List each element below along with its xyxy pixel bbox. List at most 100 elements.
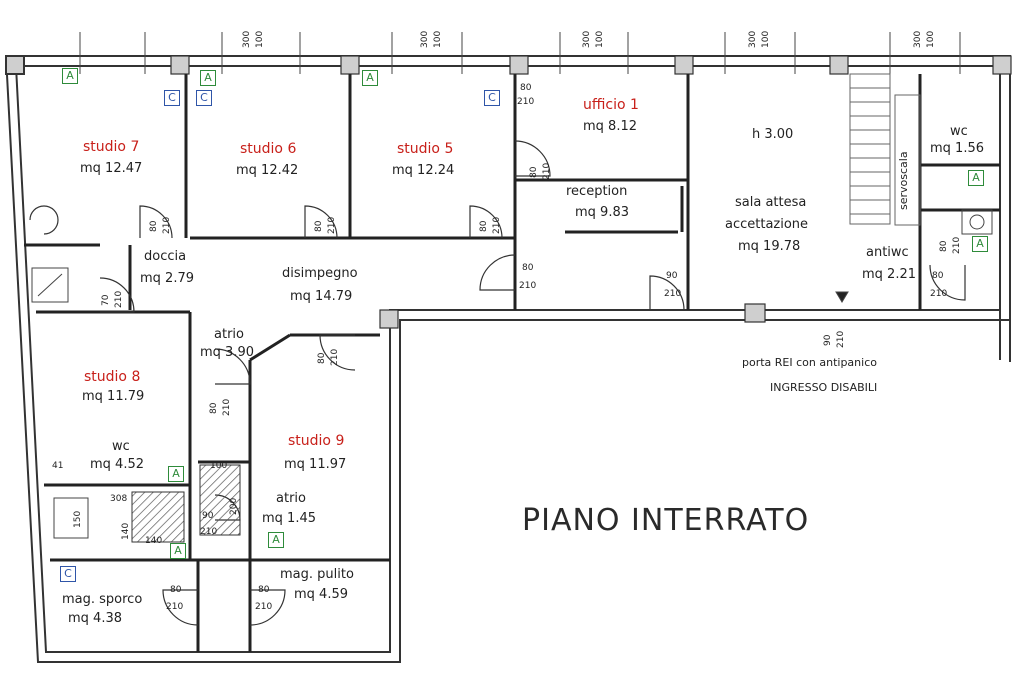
- door-mark: 70: [101, 294, 111, 306]
- door-mark: 100: [210, 461, 228, 471]
- window-mark: 100: [761, 30, 771, 48]
- cabinet-icon: C: [60, 566, 76, 582]
- door-mark: 150: [73, 510, 83, 528]
- door-mark: 140: [145, 536, 163, 546]
- door-mark: 210: [519, 281, 537, 291]
- room-area-wc-top: mq 1.56: [930, 141, 984, 156]
- window-mark: 100: [926, 30, 936, 48]
- room-area-mag-pulito: mq 4.59: [294, 587, 348, 602]
- room-name-studio6: studio 6: [240, 141, 297, 157]
- door-mark: 80: [170, 585, 182, 595]
- accessible-icon: A: [968, 170, 984, 186]
- room-area-studio9: mq 11.97: [284, 457, 347, 472]
- window-mark: 100: [595, 30, 605, 48]
- room-area-mag-sporco: mq 4.38: [68, 611, 122, 626]
- door-mark: 210: [200, 527, 218, 537]
- door-mark: 210: [930, 289, 948, 299]
- window-mark: 300: [913, 30, 923, 48]
- door-mark: 80: [932, 271, 944, 281]
- door-mark: 80: [520, 83, 532, 93]
- door-mark: 210: [836, 330, 846, 348]
- door-mark: 80: [479, 220, 489, 232]
- room-area-studio8: mq 11.79: [82, 389, 145, 404]
- window-ticks: [79, 32, 961, 74]
- room-area-studio7: mq 12.47: [80, 161, 143, 176]
- servoscala-label: servoscala: [897, 151, 910, 210]
- window-mark: 100: [433, 30, 443, 48]
- accessible-icon: A: [268, 532, 284, 548]
- room-area-antiwc: mq 2.21: [862, 267, 916, 282]
- entrance-label: INGRESSO DISABILI: [770, 381, 878, 394]
- accessible-icon: A: [200, 70, 216, 86]
- room-area-atrio-1: mq 3.90: [200, 345, 254, 360]
- window-mark: 100: [255, 30, 265, 48]
- wall-piers: [170, 55, 1012, 329]
- door-mark: 210: [114, 290, 124, 308]
- door-mark: 80: [258, 585, 270, 595]
- room-area-atrio-2: mq 1.45: [262, 511, 316, 526]
- room-area-doccia: mq 2.79: [140, 271, 194, 286]
- stairs: [849, 73, 921, 226]
- door-mark: 80: [522, 263, 534, 273]
- door-mark: 90: [666, 271, 678, 281]
- door-mark: 210: [664, 289, 682, 299]
- fixtures: [31, 209, 993, 539]
- room-name-wc-top: wc: [950, 124, 968, 139]
- door-mark: 80: [317, 352, 327, 364]
- room-area-studio6: mq 12.42: [236, 163, 299, 178]
- room-name-studio5: studio 5: [397, 141, 454, 157]
- room-name-atrio-2: atrio: [276, 491, 306, 506]
- door-mark: 308: [110, 494, 128, 504]
- door-mark: 210: [222, 398, 232, 416]
- room-name-disimpegno: disimpegno: [282, 266, 358, 281]
- door-mark: 140: [121, 522, 131, 540]
- cabinet-icon: C: [484, 90, 500, 106]
- door-mark: 90: [202, 511, 214, 521]
- room-name-studio7: studio 7: [83, 139, 140, 155]
- door-mark: 80: [314, 220, 324, 232]
- accessible-icon: A: [62, 68, 78, 84]
- plan-title: PIANO INTERRATO: [522, 503, 810, 538]
- entrance-door-note: porta REI con antipanico: [742, 356, 877, 369]
- room-area-ufficio1: mq 8.12: [583, 119, 637, 134]
- room-name-studio8: studio 8: [84, 369, 141, 385]
- room-name-mag-sporco: mag. sporco: [62, 592, 143, 607]
- door-mark: 210: [542, 162, 552, 180]
- door-mark: 80: [149, 220, 159, 232]
- accessible-icon: A: [170, 543, 186, 559]
- window-mark: 300: [242, 30, 252, 48]
- room-area-studio5: mq 12.24: [392, 163, 455, 178]
- door-mark: 210: [517, 97, 535, 107]
- room-area-reception: mq 9.83: [575, 205, 629, 220]
- door-mark: 210: [255, 602, 273, 612]
- window-mark: 300: [582, 30, 592, 48]
- room-name-wc-left: wc: [112, 439, 130, 454]
- door-mark: 80: [209, 402, 219, 414]
- window-mark: 300: [748, 30, 758, 48]
- door-mark: 210: [162, 216, 172, 234]
- door-mark: 90: [823, 334, 833, 346]
- accessible-icon: A: [972, 236, 988, 252]
- door-mark: 210: [166, 602, 184, 612]
- window-mark: 300: [420, 30, 430, 48]
- room-name-doccia: doccia: [144, 249, 187, 264]
- room-name-sala-attesa: sala attesa: [735, 195, 807, 210]
- door-mark: 80: [529, 166, 539, 178]
- room-area-wc-left: mq 4.52: [90, 457, 144, 472]
- door-mark: 41: [52, 461, 64, 471]
- room-name-mag-pulito: mag. pulito: [280, 567, 354, 582]
- room-name-antiwc: antiwc: [866, 245, 909, 260]
- door-mark: 210: [327, 216, 337, 234]
- room-name-atrio-1: atrio: [214, 327, 244, 342]
- room-area-disimpegno: mq 14.79: [290, 289, 353, 304]
- cabinet-icon: C: [164, 90, 180, 106]
- door-mark: 210: [492, 216, 502, 234]
- door-mark: 200: [229, 497, 239, 515]
- door-mark: 210: [330, 348, 340, 366]
- room-name-accettazione: accettazione: [725, 217, 809, 232]
- room-area-sala-attesa: mq 19.78: [738, 239, 801, 254]
- door-mark: 210: [952, 236, 962, 254]
- accessible-icon: A: [362, 70, 378, 86]
